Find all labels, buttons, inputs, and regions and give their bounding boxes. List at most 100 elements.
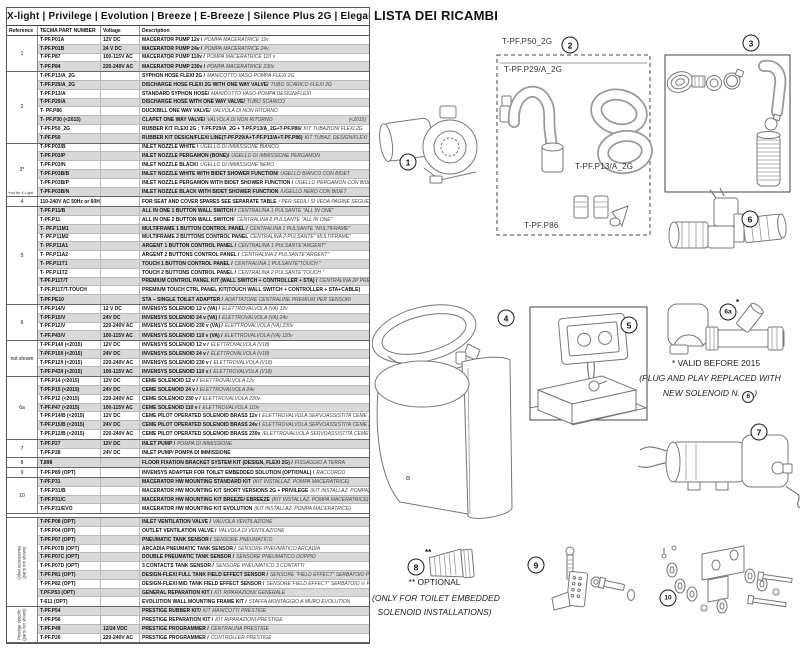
description-cell: MACERATOR HW MOUNTING KIT EVOLUTION(KIT … [142, 505, 351, 512]
description-cell: PRESTIGE REPARATION KIT /KIT RIPARAZIONI… [142, 616, 283, 623]
part-number-cell: T-PF.P08 (OPT) [38, 518, 101, 527]
voltage-cell [101, 518, 140, 527]
part-number-cell: T-PF.P15/B (<2015) [38, 421, 101, 430]
model-list-header: X-light | Privilege | Evolution | Breeze… [7, 8, 369, 26]
toilet-seat-drawing [371, 304, 481, 372]
voltage-cell: 24V DC [101, 386, 140, 394]
part-number-cell: T-PF.P12 (<2015) [38, 394, 101, 403]
voltage-cell [101, 544, 140, 553]
table-row: T-PF.P31/B MACERATOR HW MOUNTING KIT SHOR… [38, 486, 369, 496]
description-cell: MACERATOR HW MOUNTING KIT SHORT VERSIONS… [142, 487, 369, 494]
part-number-cell: T-PF.P07 (OPT) [38, 535, 101, 544]
description-cell: CEME SOLENOID 24 v /ELETTROVALVOLA 24v [142, 386, 255, 393]
description-cell: INVENSYS SOLENOID 110 v (VA) /ELETTROVAL… [142, 332, 293, 339]
part-number-cell: T-PF.P14/V [38, 304, 101, 313]
part-number-cell: T-PF.P03B/P [38, 178, 101, 187]
part-number-cell: T-PF.P89 (OPT) [38, 468, 101, 478]
optional-note-line2: SOLENOID INSTALLATIONS) [377, 607, 492, 617]
voltage-cell: 100-115V AC [101, 53, 140, 62]
part-number-cell: T- PF.P11A2 [38, 251, 101, 259]
reference-cell: Prestige specific(parts not shown) [7, 607, 38, 643]
part-number-cell: T-PF.P54 [38, 607, 101, 615]
reference-cell: 9 [7, 468, 38, 478]
voltage-cell [101, 169, 140, 178]
inlet-fitting-drawing [666, 59, 787, 187]
part-number-cell: T- PF.P86 [38, 107, 101, 116]
description-cell: STA – SINGLE TOILET ADAPTER /ADATTATORE … [142, 296, 351, 303]
voltage-cell: 12V DC [101, 36, 140, 44]
voltage-cell: 24V DC [101, 448, 140, 458]
voltage-cell [101, 268, 140, 277]
voltage-cell [101, 152, 140, 161]
voltage-cell: 220-240V AC [101, 322, 140, 331]
kit-box-frame [496, 54, 651, 236]
part-number-cell: T-PF.P03/N [38, 161, 101, 169]
mini-callout-6: 6 [742, 390, 755, 403]
description-cell: OUTLET VENTILATION VALVE /VALVOLA DI VEN… [142, 527, 285, 534]
description-cell: DESIGN-FLEXI MID TANK FIELD EFFECT SENSO… [142, 580, 369, 587]
description-cell: INLET NOZZLE BLACK/UGELLO DI IMMISSIONE … [142, 162, 275, 169]
voltage-cell [101, 553, 140, 562]
description-cell: INVENSYS SOLENOID 12 v (VA) /ELETTROVALV… [142, 305, 288, 312]
description-cell: DESIGN-FLEXI FULL TANK FIELD EFFECT SENS… [142, 571, 369, 578]
replaced-note-text: NEW SOLENOID N. [662, 388, 740, 398]
macerator-pump-drawing [379, 105, 478, 184]
part-number-cell: T- PF.P11T2 [38, 268, 101, 277]
voltage-cell: 24V DC [101, 313, 140, 322]
description-cell: EVOLUTION WALL MOUNTING FRAME KIT /STAFF… [142, 598, 351, 605]
voltage-cell [101, 527, 140, 535]
part-number-cell: T-PF.P15 (<2015) [38, 386, 101, 394]
voltage-cell: 12V DC [101, 341, 140, 349]
mounting-kit-drawing [661, 545, 793, 614]
voltage-cell [101, 72, 140, 80]
duckbill-valve-drawing [573, 195, 629, 228]
reference-cell: not shown [7, 341, 38, 377]
table-row: T-PF.P81 (OPT)DESIGN-FLEXI FULL TANK FIE… [38, 571, 369, 580]
description-cell: RUBBER KIT FLEXI 2G : T-PF.P29/A_2G + T-… [142, 125, 363, 132]
reference-cell: Other accessories(parts not shown) [7, 518, 38, 607]
voltage-cell [101, 277, 140, 286]
table-row: T-PF.P07C (OPT)DOUBLE PNEUMATIC TANK SEN… [38, 553, 369, 563]
part-number-cell: T-PF.P50 [38, 133, 101, 143]
replaced-note-line1: (PLUG AND PLAY REPLACED WITH [639, 373, 781, 383]
description-cell: INLET NOZZLE PERGAMON WITH BIDET SHOWER … [142, 179, 369, 186]
double-star-marker: ** [425, 548, 432, 557]
description-cell: MACERATOR PUMP 12v /POMPA MACERATRICE 12… [142, 36, 269, 43]
voltage-cell [101, 224, 140, 233]
table-row: T- PF.P30 (<2015)CLAPET ONE WAY VALVE/VA… [38, 116, 369, 125]
part-number-cell: T-PF.P31/B [38, 486, 101, 495]
description-cell: ARCADIA PNEUMATIC TANK SENSOR /SENSORE P… [142, 545, 321, 552]
description-cell: INLET PUMP/ POMPA DI IMMISSIONE [142, 450, 231, 457]
part-number-cell: T-PF.PE10 [38, 295, 101, 304]
reference-cell: 4 [7, 197, 38, 207]
description-cell: INLET PUMP /POMPA DI IMMISSIONE [142, 440, 233, 447]
description-cell: DISCHARGE HOSE WITH ONE WAY VALVE/TUBO S… [142, 99, 285, 106]
part-number-cell: T- PF.P11M1 [38, 224, 101, 233]
voltage-cell [101, 251, 140, 259]
part-number-cell: T-PF.P47 (<2015) [38, 403, 101, 412]
voltage-cell [101, 295, 140, 304]
description-cell: INVENSYS SOLENOID 24 v /ELETTROVALVOLA (… [142, 350, 270, 357]
part-number-cell: T- PF.P11T1 [38, 259, 101, 268]
table-row: T-611 (OPT)EVOLUTION WALL MOUNTING FRAME… [38, 597, 369, 607]
voltage-cell: 12V DC [101, 439, 140, 448]
voltage-cell: 12/24 VDC [101, 624, 140, 633]
part-number-cell: T-PF.P43/I (<2015) [38, 367, 101, 377]
description-cell: GENERAL REPARATION KIT /KIT RIPARAZIONI/… [142, 589, 286, 596]
solenoid-valve-drawing [668, 187, 787, 249]
